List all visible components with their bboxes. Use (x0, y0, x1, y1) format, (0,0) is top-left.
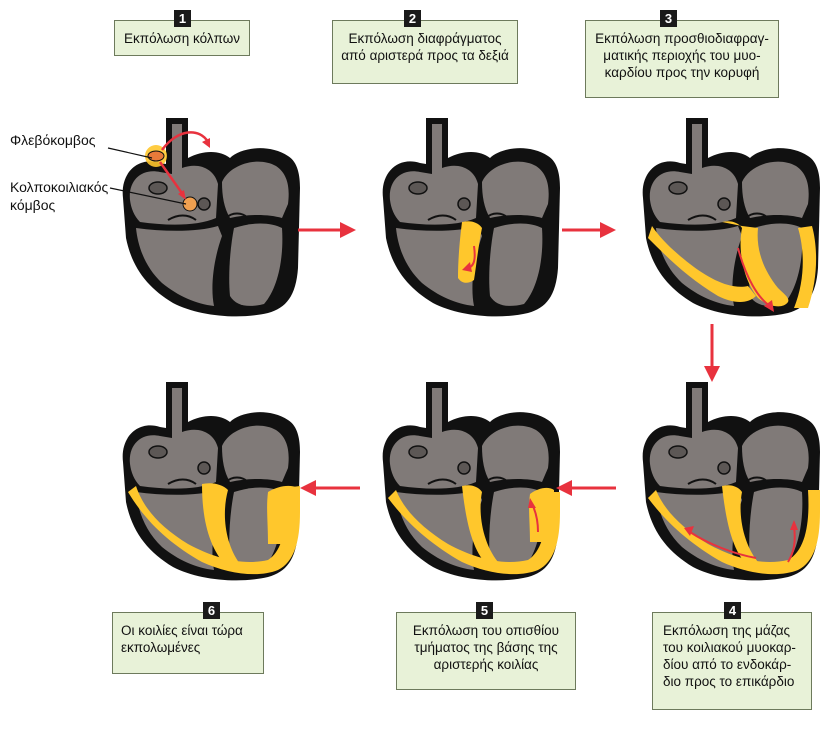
step-5-box: Εκπόλωση του οπισθίου τμήματος της βάσης… (396, 612, 576, 690)
mass-arrow-left-head (684, 526, 694, 536)
step-4-line-4: διο προς το επικάρδιο (663, 674, 795, 689)
arrow-5-to-6 (300, 480, 360, 496)
step-5-line-1: Εκπόλωση του οπισθίου (412, 623, 560, 638)
atrial-arrow-down-head (178, 190, 186, 200)
apical-depolarized-right (794, 226, 817, 308)
sinus-node-label: Φλεβόκομβος (10, 132, 96, 148)
full-depolarized-base (267, 485, 298, 544)
sinus-node-burst (145, 145, 167, 167)
heart-step-6 (121, 381, 301, 582)
full-depolarized (128, 486, 300, 575)
mass-depolarized (648, 490, 820, 575)
arrow-3-to-4 (704, 324, 720, 382)
atrial-arrow-down (158, 161, 186, 197)
step-5-line-3: αριστερής κοιλίας (433, 657, 539, 672)
arrow-4-to-5 (556, 480, 616, 496)
step-3-line-1: Εκπόλωση προσθιοδιαφραγ- (595, 31, 769, 46)
step-6-box: Οι κοιλίες είναι τώρα εκπολωμένες (112, 612, 264, 674)
step-5-line-2: τμήματος της βάσης της (414, 640, 558, 655)
step-4-badge: 4 (724, 602, 741, 619)
step-1-badge: 1 (174, 10, 191, 27)
arrow-1-to-2 (298, 222, 356, 238)
posterior-depolarized-septum (462, 485, 498, 564)
mass-depolarized-septum (722, 485, 758, 564)
av-node-label-line2: κόμβος (10, 197, 56, 213)
step-4-line-3: δίου από το ενδοκάρ- (663, 657, 792, 672)
apex-arrow-head (764, 300, 774, 312)
posterior-depolarized-base (529, 487, 554, 542)
apical-depolarized-septum (722, 221, 789, 307)
av-node-label: Κολποκοιλιακός κόμβος (10, 178, 108, 214)
heart-step-4 (641, 381, 821, 582)
full-depolarized-septum (202, 483, 240, 566)
arrow-2-to-3 (562, 222, 616, 238)
step-3-box: Εκπόλωση προσθιοδιαφραγ- ματικής περιοχή… (585, 20, 779, 98)
av-node (182, 196, 198, 212)
step-2-box: Εκπόλωση διαφράγματος από αριστερά προς … (332, 20, 518, 84)
apex-arrow (737, 247, 771, 307)
step-2-line-1: Εκπόλωση διαφράγματος (348, 31, 502, 46)
heart-step-5 (381, 381, 561, 582)
atrial-arrow-arc-head (202, 138, 210, 148)
mass-arrow-right-head (790, 520, 798, 530)
apical-depolarized-left (648, 226, 756, 302)
av-node-label-line1: Κολποκοιλιακός (10, 179, 109, 195)
av-pointer (109, 187, 187, 205)
posterior-depolarized (388, 490, 560, 575)
mass-arrow-left (689, 531, 757, 559)
step-3-badge: 3 (660, 10, 677, 27)
step-4-line-2: του κοιλιακού μυοκαρ- (663, 640, 796, 655)
step-6-badge: 6 (203, 602, 220, 619)
sinus-pointer (107, 147, 153, 159)
step-2-line-2: από αριστερά προς τα δεξιά (341, 48, 509, 63)
step-6-line-1: Οι κοιλίες είναι τώρα (121, 623, 243, 638)
step-2-badge: 2 (404, 10, 421, 27)
step-5-badge: 5 (476, 602, 493, 619)
step-4-line-1: Εκπόλωση της μάζας (663, 623, 791, 638)
step-1-line-1: Εκπόλωση κόλπων (124, 31, 240, 46)
septum-arrow-head (462, 262, 472, 272)
posterior-arrow-head (528, 498, 536, 508)
step-4-box: Εκπόλωση της μάζας του κοιλιακού μυοκαρ-… (652, 612, 812, 710)
septum-depolarized (458, 221, 482, 283)
step-6-line-2: εκπολωμένες (121, 640, 201, 655)
heart-step-1 (121, 117, 301, 318)
heart-step-2 (381, 117, 561, 318)
heart-step-3 (641, 117, 821, 318)
atrial-arrow-arc (160, 131, 210, 151)
step-3-line-2: ματικής περιοχής του μυο- (603, 48, 761, 63)
step-3-line-3: καρδίου προς την κορυφή (604, 65, 760, 80)
